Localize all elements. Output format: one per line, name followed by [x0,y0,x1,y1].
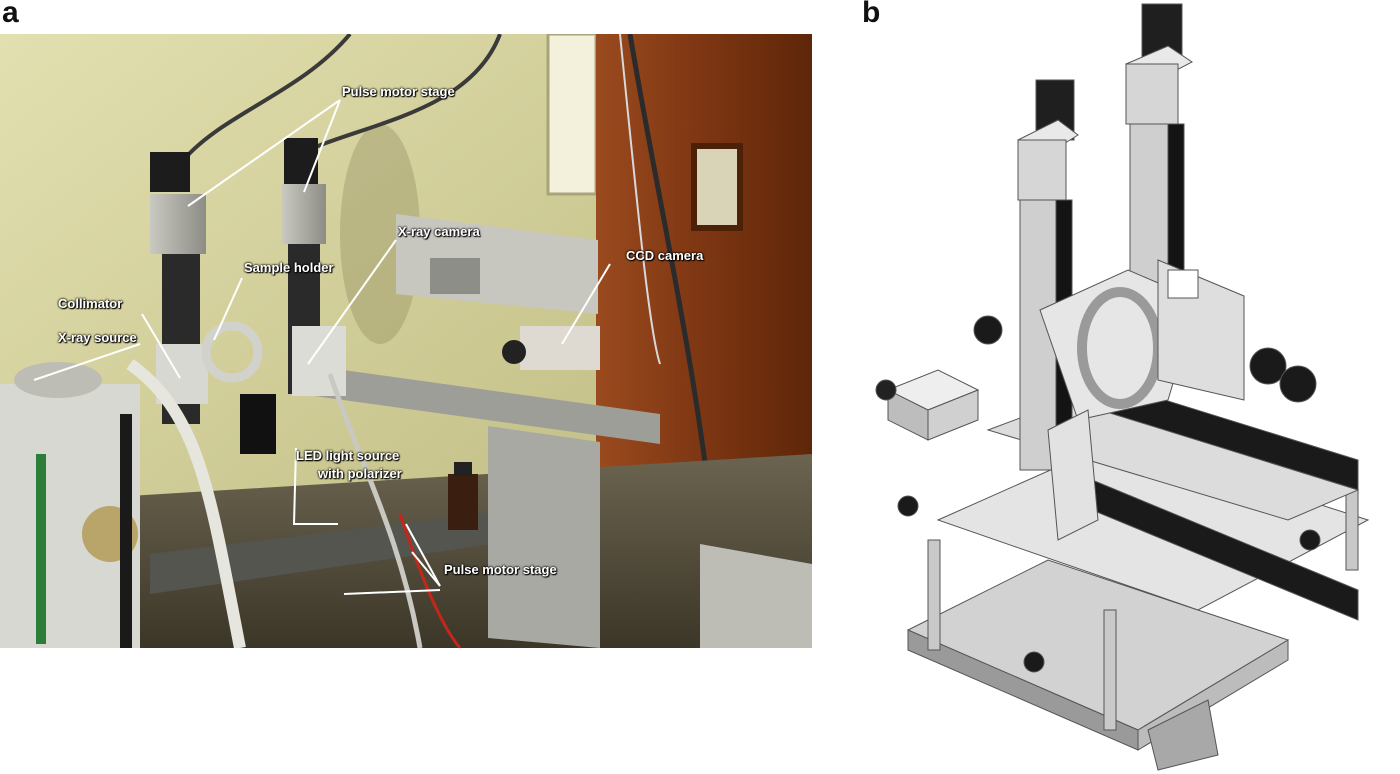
ccd-camera [520,326,600,370]
leg [927,539,941,651]
led-light-source [240,394,276,454]
panel-a-letter: a [2,0,19,29]
wooden-door [596,34,812,594]
label-sample-holder: Sample holder [244,260,334,275]
sample-holder-ring [201,321,263,383]
cad-rendering [868,0,1400,774]
pulse-motor-stage-left [150,152,208,424]
window [546,34,598,196]
vertical-stage-left [1017,79,1079,471]
x-ray-source [0,362,140,648]
setup-photograph: Pulse motor stage X-ray camera CCD camer… [0,34,812,648]
photo-scene [0,34,812,648]
label-x-ray-camera: X-ray camera [398,224,480,239]
pulse-motor-stage-right [282,138,346,396]
label-led-line2: with polarizer [318,466,402,481]
label-collimator: Collimator [58,296,123,311]
label-pulse-motor-stage-bottom: Pulse motor stage [444,562,557,577]
panel-b-letter: b [862,0,881,29]
cable [178,34,352,166]
annotation-arrows [33,99,611,595]
cad-scene [875,3,1370,771]
optical-rail [300,364,660,444]
label-ccd-camera: CCD camera [626,248,704,263]
label-led-line1: LED light source [296,448,400,463]
label-x-ray-source: X-ray source [58,330,137,345]
door-window [691,143,743,231]
bottle [448,474,478,530]
label-pulse-motor-stage-top: Pulse motor stage [342,84,455,99]
